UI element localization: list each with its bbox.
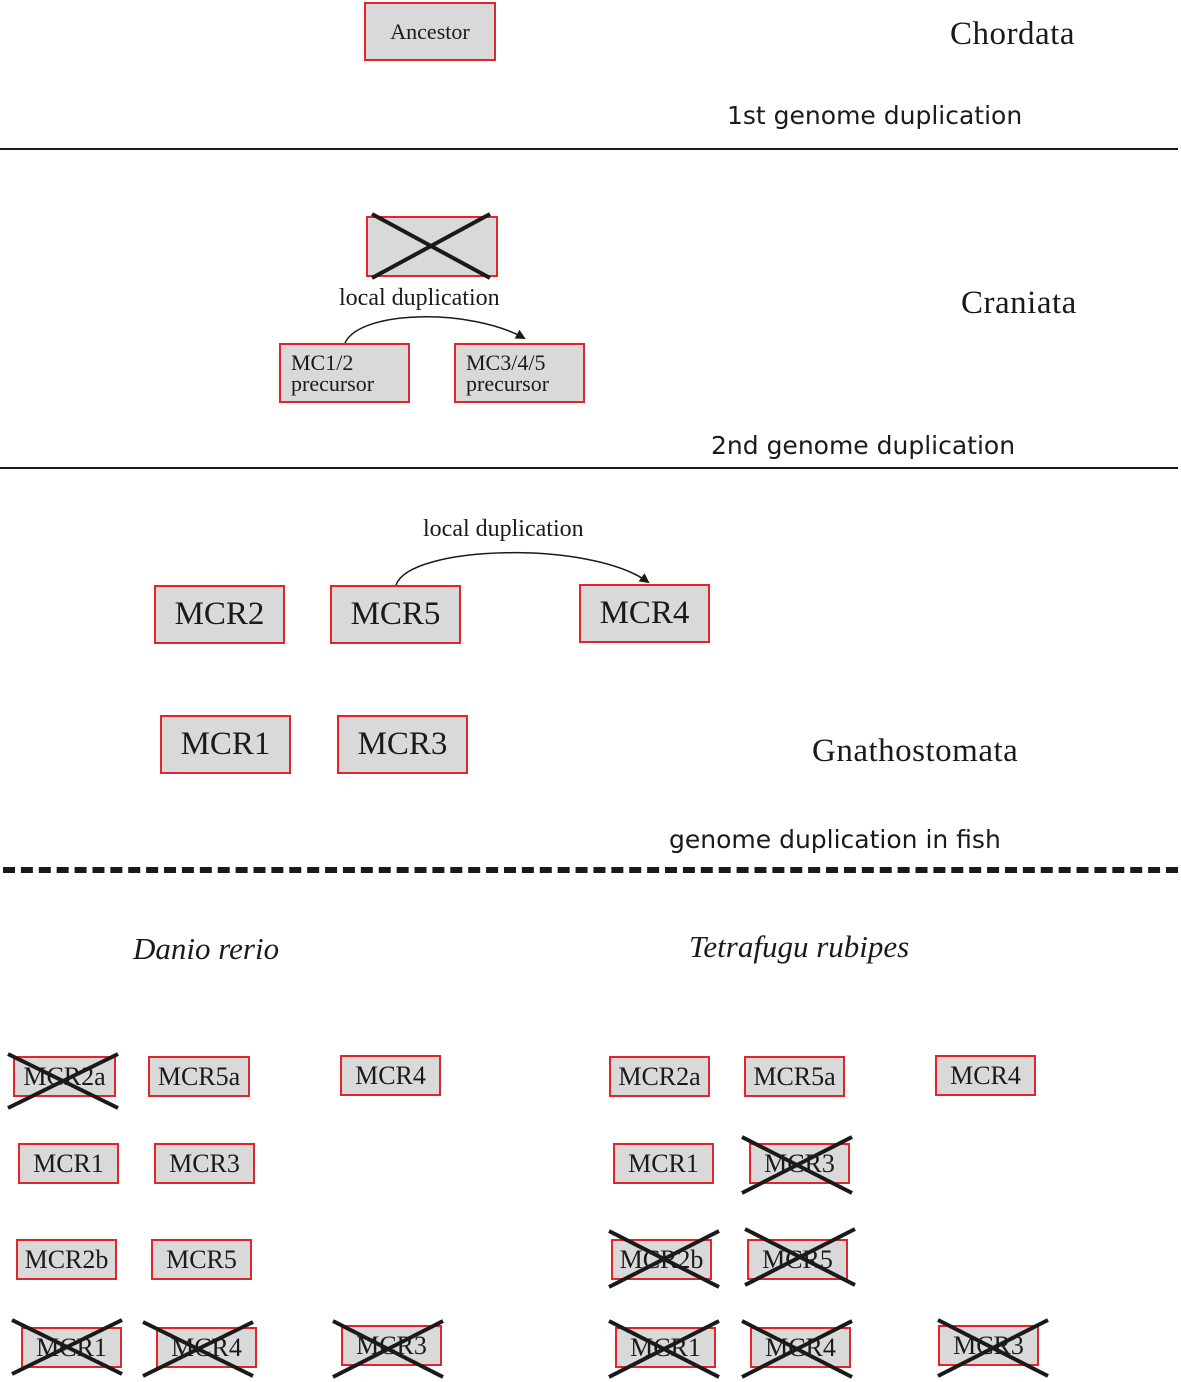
loss-cross-icon: [608, 1229, 720, 1289]
gene-label-line1: MC3/4/5: [466, 350, 546, 375]
clade-label-craniata: Craniata: [961, 285, 1077, 321]
gene-label: MCR5a: [157, 1061, 241, 1091]
loss-cross-icon: [937, 1318, 1049, 1378]
gene-box-tetrafugu-mcr2a: MCR2a: [609, 1056, 710, 1097]
loss-cross-icon: [371, 212, 491, 280]
gene-label: MCR4: [355, 1060, 426, 1090]
loss-cross-icon: [608, 1319, 720, 1379]
loss-cross-icon: [741, 1135, 853, 1195]
gene-label: MCR5: [166, 1244, 237, 1274]
divider-line: [0, 148, 1178, 150]
gene-label: MCR2a: [618, 1061, 701, 1091]
gene-label: MCR3: [357, 726, 448, 762]
gene-box-tetrafugu-mcr5a: MCR5a: [744, 1056, 845, 1097]
loss-cross-icon: [11, 1318, 123, 1376]
gene-label: MCR2b: [24, 1244, 109, 1274]
gene-box-mcr3: MCR3: [337, 715, 468, 774]
gene-label: MCR5: [350, 596, 441, 632]
local-duplication-arrow: [344, 316, 526, 344]
species-label-tetrafugu-rubipes: Tetrafugu rubipes: [689, 929, 910, 964]
gene-label: MCR5a: [753, 1061, 836, 1091]
gene-box-tetrafugu-mcr4-lost: MCR4: [750, 1327, 851, 1368]
gene-box-tetrafugu-mcr1: MCR1: [613, 1143, 714, 1184]
gene-label: MCR4: [599, 595, 690, 631]
gene-box-danio-mcr5: MCR5: [151, 1239, 252, 1280]
gene-label: MCR1: [33, 1148, 104, 1178]
gene-box-danio-mcr3: MCR3: [154, 1143, 255, 1184]
gene-box-mcr4: MCR4: [579, 584, 710, 643]
gene-label: MCR3: [169, 1148, 240, 1178]
gene-box-danio-mcr1: MCR1: [18, 1143, 119, 1184]
species-label-danio-rerio: Danio rerio: [133, 931, 280, 966]
local-duplication-label: local duplication: [423, 516, 584, 542]
loss-cross-icon: [332, 1319, 444, 1379]
gene-box-danio-mcr2b: MCR2b: [16, 1239, 117, 1280]
gene-label: MCR2: [174, 596, 265, 632]
loss-cross-icon: [7, 1052, 119, 1110]
dashed-divider-line: [3, 867, 1178, 873]
gene-box-mc345-precursor: MC3/4/5 precursor: [454, 343, 585, 403]
local-duplication-arrow: [395, 552, 650, 586]
loss-cross-icon: [142, 1320, 254, 1378]
gene-box-danio-mcr5a: MCR5a: [148, 1056, 250, 1097]
gene-box-mcr1: MCR1: [160, 715, 291, 774]
gene-box-mcr5: MCR5: [330, 585, 461, 644]
clade-label-gnathostomata: Gnathostomata: [812, 733, 1019, 769]
clade-label-chordata: Chordata: [950, 16, 1075, 52]
gene-box-ancestor: Ancestor: [364, 2, 496, 61]
gene-label-line2: precursor: [291, 371, 375, 396]
event-label-second-duplication: 2nd genome duplication: [711, 431, 1016, 460]
gene-box-danio-mcr4: MCR4: [340, 1055, 441, 1096]
gene-box-tetrafugu-mcr4: MCR4: [935, 1055, 1036, 1096]
event-label-fish-duplication: genome duplication in fish: [669, 825, 1001, 854]
gene-label: MCR1: [180, 726, 271, 762]
gene-label-line2: precursor: [466, 371, 550, 396]
gene-label: MCR4: [950, 1060, 1021, 1090]
gene-box-mc12-precursor: MC1/2 precursor: [279, 343, 410, 403]
loss-cross-icon: [744, 1227, 856, 1287]
gene-label: Ancestor: [390, 18, 470, 44]
event-label-first-duplication: 1st genome duplication: [727, 101, 1023, 130]
divider-line: [0, 467, 1178, 469]
local-duplication-label: local duplication: [339, 285, 500, 311]
loss-cross-icon: [741, 1319, 853, 1379]
gene-label: MCR1: [628, 1148, 699, 1178]
gene-box-mcr2: MCR2: [154, 585, 285, 644]
gene-label-line1: MC1/2: [291, 350, 354, 375]
